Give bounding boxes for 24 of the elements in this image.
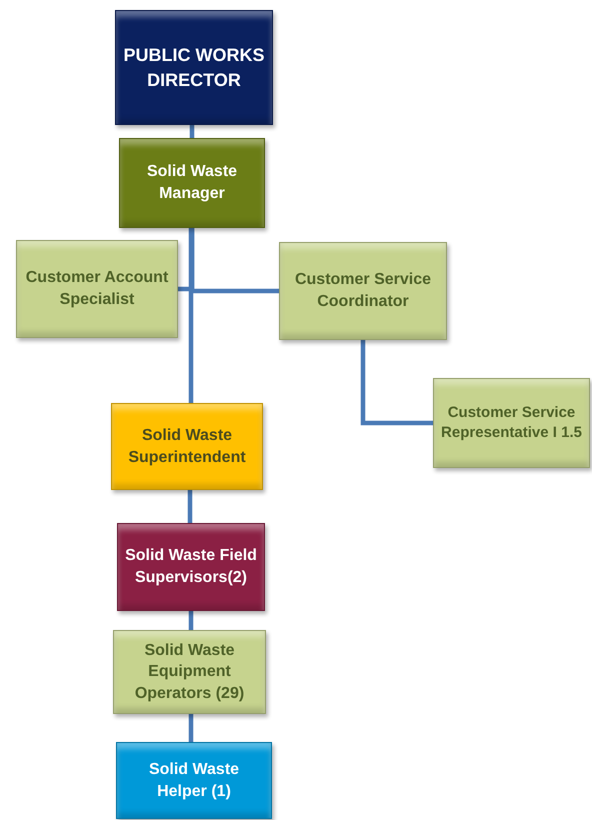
- position-box: [111, 403, 263, 490]
- position-box: [116, 742, 272, 819]
- position-box: [279, 242, 447, 340]
- job-title: PUBLIC WORKS DIRECTOR: [122, 44, 266, 92]
- job-title: Solid Waste Superintendent: [127, 426, 247, 468]
- job-title: Customer Account Specialist: [24, 268, 170, 310]
- job-title: Solid Waste Manager: [146, 162, 238, 204]
- job-title: Solid Waste Helper (1): [148, 760, 240, 802]
- position-box: [117, 523, 265, 611]
- position-box: [115, 10, 273, 125]
- connector-line: [360, 340, 433, 426]
- connector-line: [188, 228, 194, 403]
- connector-line: [190, 125, 194, 138]
- connector-line: [188, 714, 194, 742]
- job-title: Customer Service Representative I 1.5: [440, 402, 583, 443]
- position-box: [433, 378, 590, 468]
- position-box: [113, 630, 266, 714]
- position-box: [16, 240, 178, 338]
- job-title: Solid Waste Equipment Operators (29): [134, 640, 246, 704]
- connector-line: [188, 611, 194, 630]
- position-box: [119, 138, 265, 228]
- job-title: Customer Service Coordinator: [294, 270, 432, 312]
- job-title: Solid Waste Field Supervisors(2): [124, 546, 258, 588]
- connector-line: [188, 490, 192, 523]
